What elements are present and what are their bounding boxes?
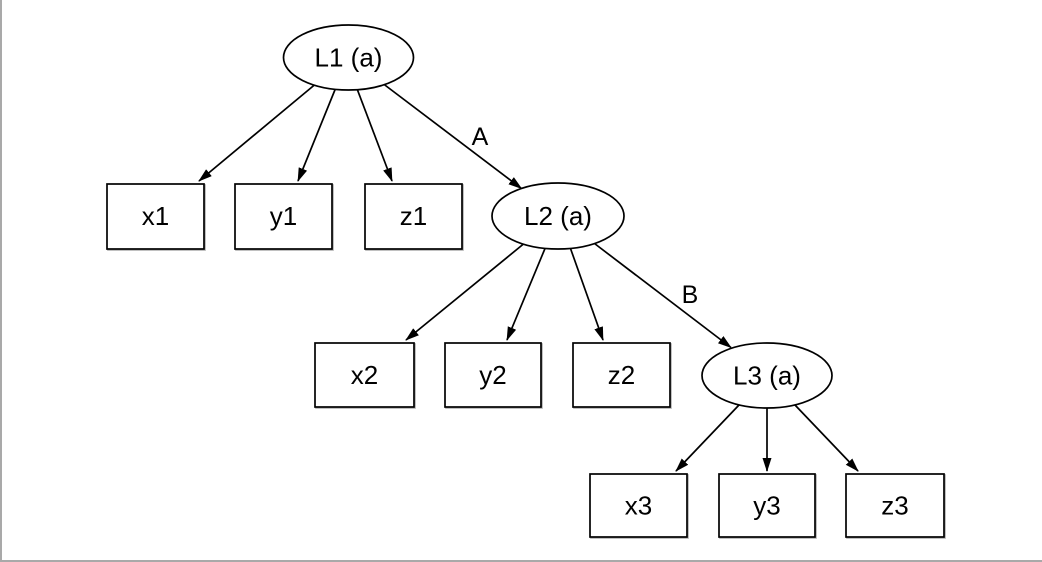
node-label-z1: z1 — [400, 201, 427, 231]
edge-l2-x2 — [405, 243, 525, 341]
edge-l3-z3 — [794, 404, 859, 472]
observed-node-y3: y3 — [718, 473, 816, 538]
node-label-z2: z2 — [608, 360, 635, 390]
edge-l1-x1 — [198, 83, 316, 182]
observed-node-z2: z2 — [572, 342, 671, 408]
latent-node-l2: L2 (a) — [491, 182, 625, 250]
node-label-l1: L1 (a) — [315, 43, 383, 73]
latent-node-l1: L1 (a) — [282, 24, 415, 91]
node-label-z3: z3 — [881, 491, 908, 521]
node-label-y3: y3 — [753, 491, 780, 521]
edge-l2-z2 — [569, 248, 604, 341]
edge-l2-y2 — [506, 248, 546, 341]
observed-node-z1: z1 — [364, 183, 463, 250]
observed-node-y2: y2 — [444, 342, 542, 408]
node-label-x2: x2 — [351, 360, 378, 390]
observed-node-x3: x3 — [589, 473, 688, 538]
edge-l1-y1 — [297, 88, 337, 182]
observed-node-y1: y1 — [234, 183, 333, 250]
edge-group — [198, 83, 859, 472]
edge-l3-x3 — [675, 404, 740, 472]
node-label-y2: y2 — [479, 360, 506, 390]
latent-node-l3: L3 (a) — [701, 342, 833, 409]
edge-l1-l2 — [382, 83, 523, 190]
node-label-x3: x3 — [625, 491, 652, 521]
observed-node-x2: x2 — [314, 342, 415, 408]
edge-label-a: A — [472, 123, 489, 151]
node-label-x1: x1 — [142, 201, 169, 231]
node-label-l3: L3 (a) — [733, 361, 801, 391]
node-label-l2: L2 (a) — [524, 201, 592, 231]
observed-node-z3: z3 — [845, 473, 945, 538]
observed-node-x1: x1 — [106, 183, 205, 250]
edge-l1-z1 — [356, 88, 393, 182]
node-label-y1: y1 — [270, 201, 297, 231]
edge-l2-l3 — [593, 242, 732, 349]
edge-label-b: B — [682, 281, 699, 309]
